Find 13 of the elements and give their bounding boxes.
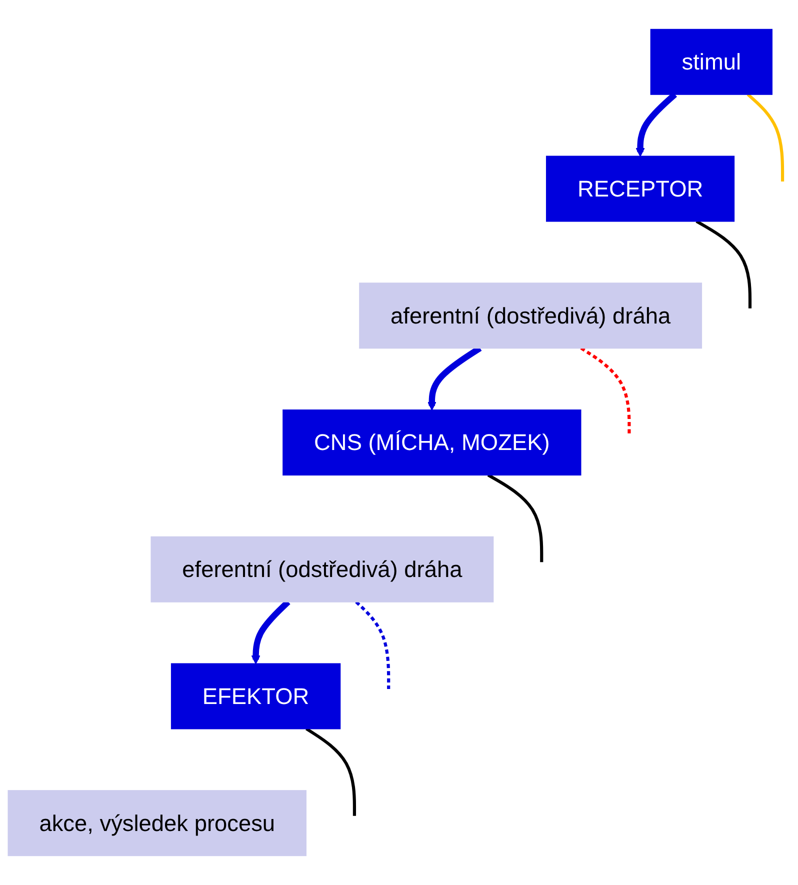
leader-line (487, 474, 544, 562)
stage-box: CNS (MÍCHA, MOZEK) (282, 410, 582, 476)
pathway-band: aferentní (dostředivá) dráha (359, 282, 702, 349)
leader-line (580, 346, 631, 436)
leader-line (355, 600, 390, 689)
leader-line (746, 93, 784, 182)
stage-box: EFEKTOR (170, 663, 341, 730)
leader-line (306, 727, 356, 816)
pathway-band: akce, výsledek procesu (8, 790, 306, 856)
leader-line (696, 220, 752, 308)
stage-box: stimul (650, 28, 772, 95)
stage-box: RECEPTOR (546, 156, 735, 222)
pathway-band: eferentní (odstředivá) dráha (150, 536, 494, 602)
